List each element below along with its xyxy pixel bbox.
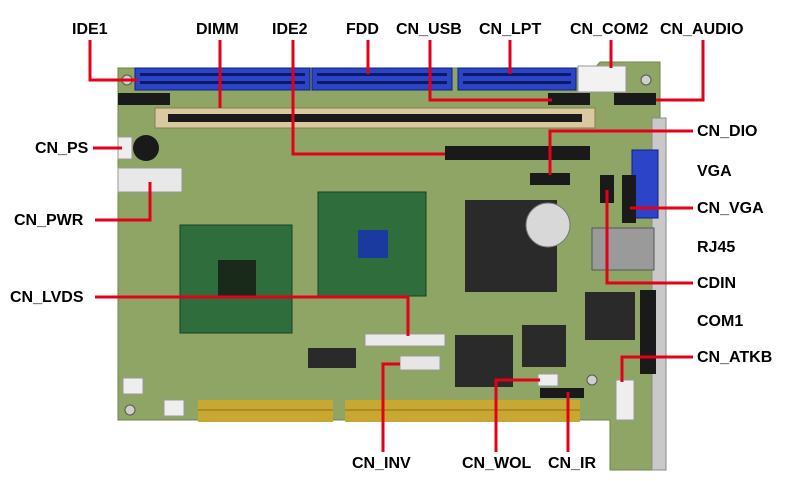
- dimm-slot-inner: [168, 114, 582, 122]
- bios-chip: [522, 325, 566, 367]
- label-vga: VGA: [697, 163, 732, 180]
- lvds-connector: [364, 333, 446, 347]
- label-cn-pwr: CN_PWR: [14, 212, 84, 229]
- small-chip: [308, 348, 356, 368]
- northbridge-die: [358, 230, 388, 258]
- ir-header: [540, 388, 584, 398]
- label-cn-inv: CN_INV: [352, 455, 411, 472]
- usb-header: [548, 93, 590, 105]
- wol-connector: [537, 373, 559, 387]
- com2-connector: [577, 65, 627, 93]
- label-cdin: CDIN: [697, 275, 737, 292]
- label-cn-atkb: CN_ATKB: [697, 349, 773, 366]
- label-cn-ps: CN_PS: [35, 140, 89, 157]
- label-cn-vga: CN_VGA: [697, 200, 764, 217]
- leader-inv: [381, 362, 400, 452]
- leader-atkb: [620, 355, 693, 382]
- leader-usb: [428, 40, 552, 102]
- label-cn-usb: CN_USB: [396, 21, 462, 38]
- buzzer: [133, 135, 159, 161]
- lpt-header: [457, 67, 577, 91]
- com1-connector: [640, 290, 656, 374]
- small-header-left: [118, 93, 170, 105]
- cmos-battery: [525, 202, 571, 248]
- leader-ide1: [88, 40, 138, 82]
- edge-fingers-1: [198, 400, 333, 422]
- mounting-holes: [121, 74, 652, 416]
- rj45-jack: [591, 227, 655, 271]
- label-cn-dio: CN_DIO: [697, 123, 758, 140]
- leader-lines: [88, 40, 705, 452]
- vga-header: [622, 175, 636, 223]
- label-cn-ir: CN_IR: [548, 455, 597, 472]
- leader-wol: [494, 378, 540, 452]
- cdin-header: [600, 175, 614, 203]
- leader-pwr: [95, 182, 152, 222]
- label-cn-audio: CN_AUDIO: [660, 21, 744, 38]
- label-cn-lvds: CN_LVDS: [10, 289, 84, 306]
- label-rj45: RJ45: [697, 239, 736, 256]
- lan-chip: [585, 292, 635, 340]
- ide2-header: [445, 146, 590, 160]
- label-fdd: FDD: [346, 21, 379, 38]
- atkb-connector: [615, 379, 635, 421]
- leader-cdin: [605, 190, 693, 285]
- audio-header: [614, 93, 656, 105]
- cpu-die: [218, 260, 256, 298]
- edge-fingers-2: [345, 400, 580, 422]
- label-cn-com2: CN_COM2: [570, 21, 649, 38]
- label-ide1: IDE1: [72, 21, 108, 38]
- label-dimm: DIMM: [196, 21, 239, 38]
- label-cn-lpt: CN_LPT: [479, 21, 542, 38]
- superio-chip: [455, 335, 513, 387]
- leader-audio: [656, 40, 705, 102]
- inv-connector: [399, 355, 441, 371]
- dio-header: [530, 173, 570, 185]
- leader-ide2: [291, 40, 445, 156]
- label-ide2: IDE2: [272, 21, 308, 38]
- leader-lvds: [95, 295, 410, 336]
- label-com1: COM1: [697, 313, 744, 330]
- small-connector-2: [163, 399, 185, 417]
- header-pins: [140, 73, 571, 84]
- label-cn-wol: CN_WOL: [462, 455, 532, 472]
- leader-dio: [548, 129, 693, 175]
- ide1-header: [134, 67, 311, 91]
- small-connector-1: [122, 377, 144, 395]
